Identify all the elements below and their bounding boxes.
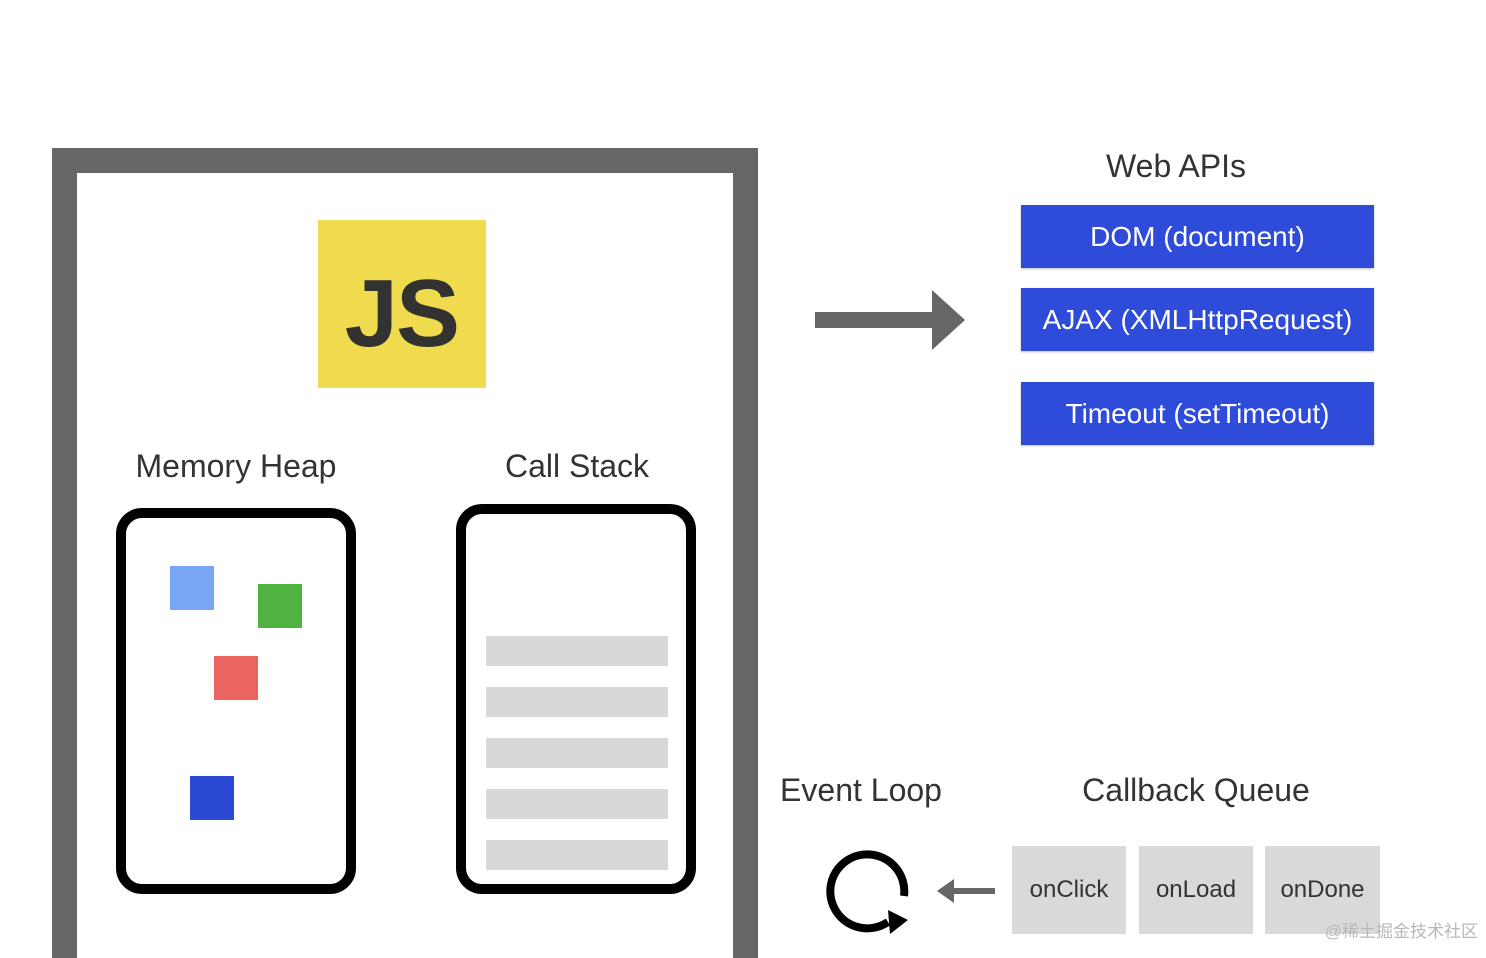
callback-item-onclick: onClick: [1012, 846, 1126, 934]
stack-frame: [486, 840, 668, 870]
heap-object-blue: [190, 776, 234, 820]
stack-frame: [486, 687, 668, 717]
call-stack-label: Call Stack: [504, 448, 650, 484]
arrow-right-icon: [815, 290, 965, 350]
arrow-left-icon: [937, 879, 995, 903]
callback-item-onload: onLoad: [1139, 846, 1253, 934]
heap-object-green: [258, 584, 302, 628]
memory-heap-container: [116, 508, 356, 894]
watermark: @稀土掘金技术社区: [1324, 922, 1478, 941]
callback-item-ondone: onDone: [1265, 846, 1380, 934]
stack-frame: [486, 789, 668, 819]
callback-queue-label: Callback Queue: [1082, 772, 1310, 808]
heap-object-red: [214, 656, 258, 700]
memory-heap-label: Memory Heap: [135, 448, 337, 484]
event-loop-label: Event Loop: [780, 772, 942, 808]
web-api-dom: DOM (document): [1021, 205, 1374, 268]
heap-object-light-blue: [170, 566, 214, 610]
event-loop-icon: [826, 850, 909, 934]
js-logo: JS: [318, 220, 486, 388]
web-apis-title: Web APIs: [1106, 148, 1246, 184]
web-api-timeout: Timeout (setTimeout): [1021, 382, 1374, 445]
stack-frame: [486, 738, 668, 768]
js-logo-text: JS: [344, 260, 460, 367]
web-api-ajax: AJAX (XMLHttpRequest): [1021, 288, 1374, 351]
stack-frame: [486, 636, 668, 666]
